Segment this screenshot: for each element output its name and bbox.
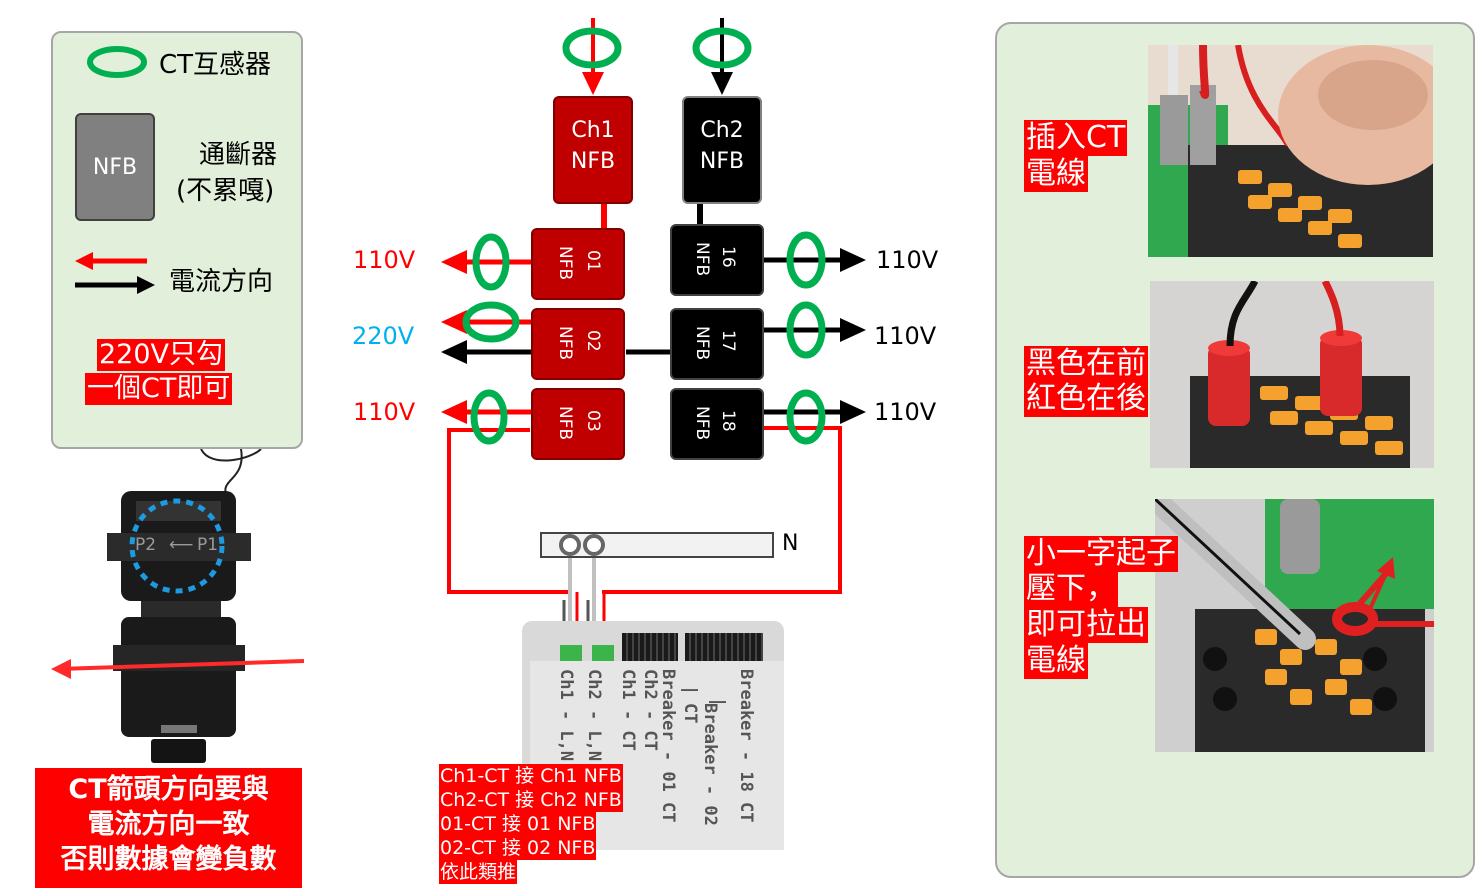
nfb-legend-desc-2: (不累嘎) (176, 176, 275, 206)
device-label-dash-1: | (680, 685, 700, 696)
instruction-3: 01-CT 接 01 NFB (439, 812, 597, 836)
breaker-02-num: 02 (583, 330, 603, 352)
device-label-breaker-18: Breaker - 18 CT (736, 669, 756, 823)
breaker-02-nfb: NFB (555, 326, 575, 361)
step2-line-2: 紅色在後 (1024, 381, 1148, 417)
breaker-17-num: 17 (718, 330, 738, 352)
ct-marking-p2: P2 (135, 535, 157, 555)
ch2-nfb-line-1: Ch2 (700, 118, 744, 143)
ct-marking-p1: P1 (197, 535, 219, 555)
nfb-legend-box: NFB (75, 113, 155, 221)
ct-caption-line-1: CT箭頭方向要與 (68, 774, 269, 805)
breaker-17: NFB 17 (670, 308, 764, 380)
breaker-03: 03 NFB (531, 388, 625, 460)
volt-left-1: 110V (353, 246, 416, 274)
ct-clamp-photo: P2 ⟵ P1 (51, 449, 304, 769)
photo-insert-wire (1148, 45, 1433, 257)
breaker-18-nfb: NFB (692, 406, 712, 441)
ch2-nfb-box: Ch2 NFB (682, 96, 762, 204)
device-label-breaker-02: Breaker - 02 CT (680, 703, 720, 826)
breaker-17-nfb: NFB (692, 326, 712, 361)
breaker-01-num: 01 (583, 250, 603, 272)
photo-screwdriver-release (1155, 499, 1434, 752)
ct-caption-line-3: 否則數據會變負數 (60, 844, 277, 875)
breaker-18-num: 18 (718, 410, 738, 432)
current-direction-arrows-icon (75, 252, 155, 294)
ct-ring-icon (87, 46, 147, 78)
step2-line-1: 黑色在前 (1024, 346, 1148, 382)
ch1-nfb-box: Ch1 NFB (553, 96, 633, 204)
breaker-02: 02 NFB (531, 308, 625, 380)
device-label-dash-2: | (708, 697, 728, 708)
volt-left-2: 220V (352, 322, 415, 350)
neutral-label: N (782, 531, 799, 556)
photo-wire-order (1150, 281, 1434, 468)
ct-clamp-illustration (51, 449, 304, 763)
instruction-2: Ch2-CT 接 Ch2 NFB (439, 788, 623, 812)
ct-marking-arrow-icon: ⟵ (169, 535, 194, 555)
nfb-legend-desc-1: 通斷器 (199, 140, 278, 170)
device-label-ch1-ct: Ch1 - CT (618, 669, 638, 751)
volt-right-1: 110V (876, 246, 939, 274)
step3-line-2: 壓下， (1024, 571, 1118, 607)
breaker-03-nfb: NFB (555, 406, 575, 441)
breaker-16-num: 16 (718, 246, 738, 268)
device-label-breaker-01: Breaker - 01 CT (658, 669, 678, 823)
ct-connector-2 (685, 633, 763, 661)
volt-right-2: 110V (874, 322, 937, 350)
step1-line-2: 電線 (1024, 156, 1088, 192)
ch1-nfb-line-1: Ch1 (571, 118, 615, 143)
device-label-ch1-ln: Ch1 - L,N (556, 669, 576, 762)
nfb-legend-box-label: NFB (92, 154, 138, 180)
ch1-nfb-line-2: NFB (570, 149, 616, 174)
right-instruction-panel: 插入CT 電線 黑色在前 紅色在後 (995, 22, 1475, 878)
ct-direction-caption: CT箭頭方向要與 電流方向一致 否則數據會變負數 (35, 768, 302, 888)
volt-right-3: 110V (874, 398, 937, 426)
step3-line-1: 小一字起子 (1024, 536, 1178, 572)
terminal-ch2 (592, 645, 614, 661)
ct-caption-line-2: 電流方向一致 (87, 809, 250, 840)
breaker-03-num: 03 (583, 410, 603, 432)
breaker-16-nfb: NFB (692, 242, 712, 277)
device-label-ch2-ct: Ch2 - CT (640, 669, 660, 751)
instruction-1: Ch1-CT 接 Ch1 NFB (439, 764, 623, 788)
legend-panel: CT互感器 NFB 通斷器 (不累嘎) 電流方向 220V只勾 一個CT即可 (51, 31, 303, 449)
instruction-4: 02-CT 接 02 NFB (439, 836, 597, 860)
breaker-01: 01 NFB (531, 228, 625, 300)
current-direction-label: 電流方向 (169, 267, 274, 297)
ct-connector-1 (622, 633, 678, 661)
device-label-ch2-ln: Ch2 - L,N (584, 669, 604, 762)
ct-note-line-1: 220V只勾 (97, 339, 226, 371)
volt-left-3: 110V (353, 398, 416, 426)
step1-line-1: 插入CT (1024, 120, 1128, 156)
step3-line-3: 即可拉出 (1024, 607, 1148, 643)
breaker-18: NFB 18 (670, 388, 764, 460)
terminal-ch1 (560, 645, 582, 661)
ct-note-line-2: 一個CT即可 (85, 373, 233, 405)
step3-line-4: 電線 (1024, 643, 1088, 679)
breaker-01-nfb: NFB (555, 246, 575, 281)
breaker-16: NFB 16 (670, 224, 764, 296)
ch2-nfb-line-2: NFB (699, 149, 745, 174)
ct-legend-label: CT互感器 (159, 50, 272, 80)
instruction-5: 依此類推 (439, 860, 518, 884)
